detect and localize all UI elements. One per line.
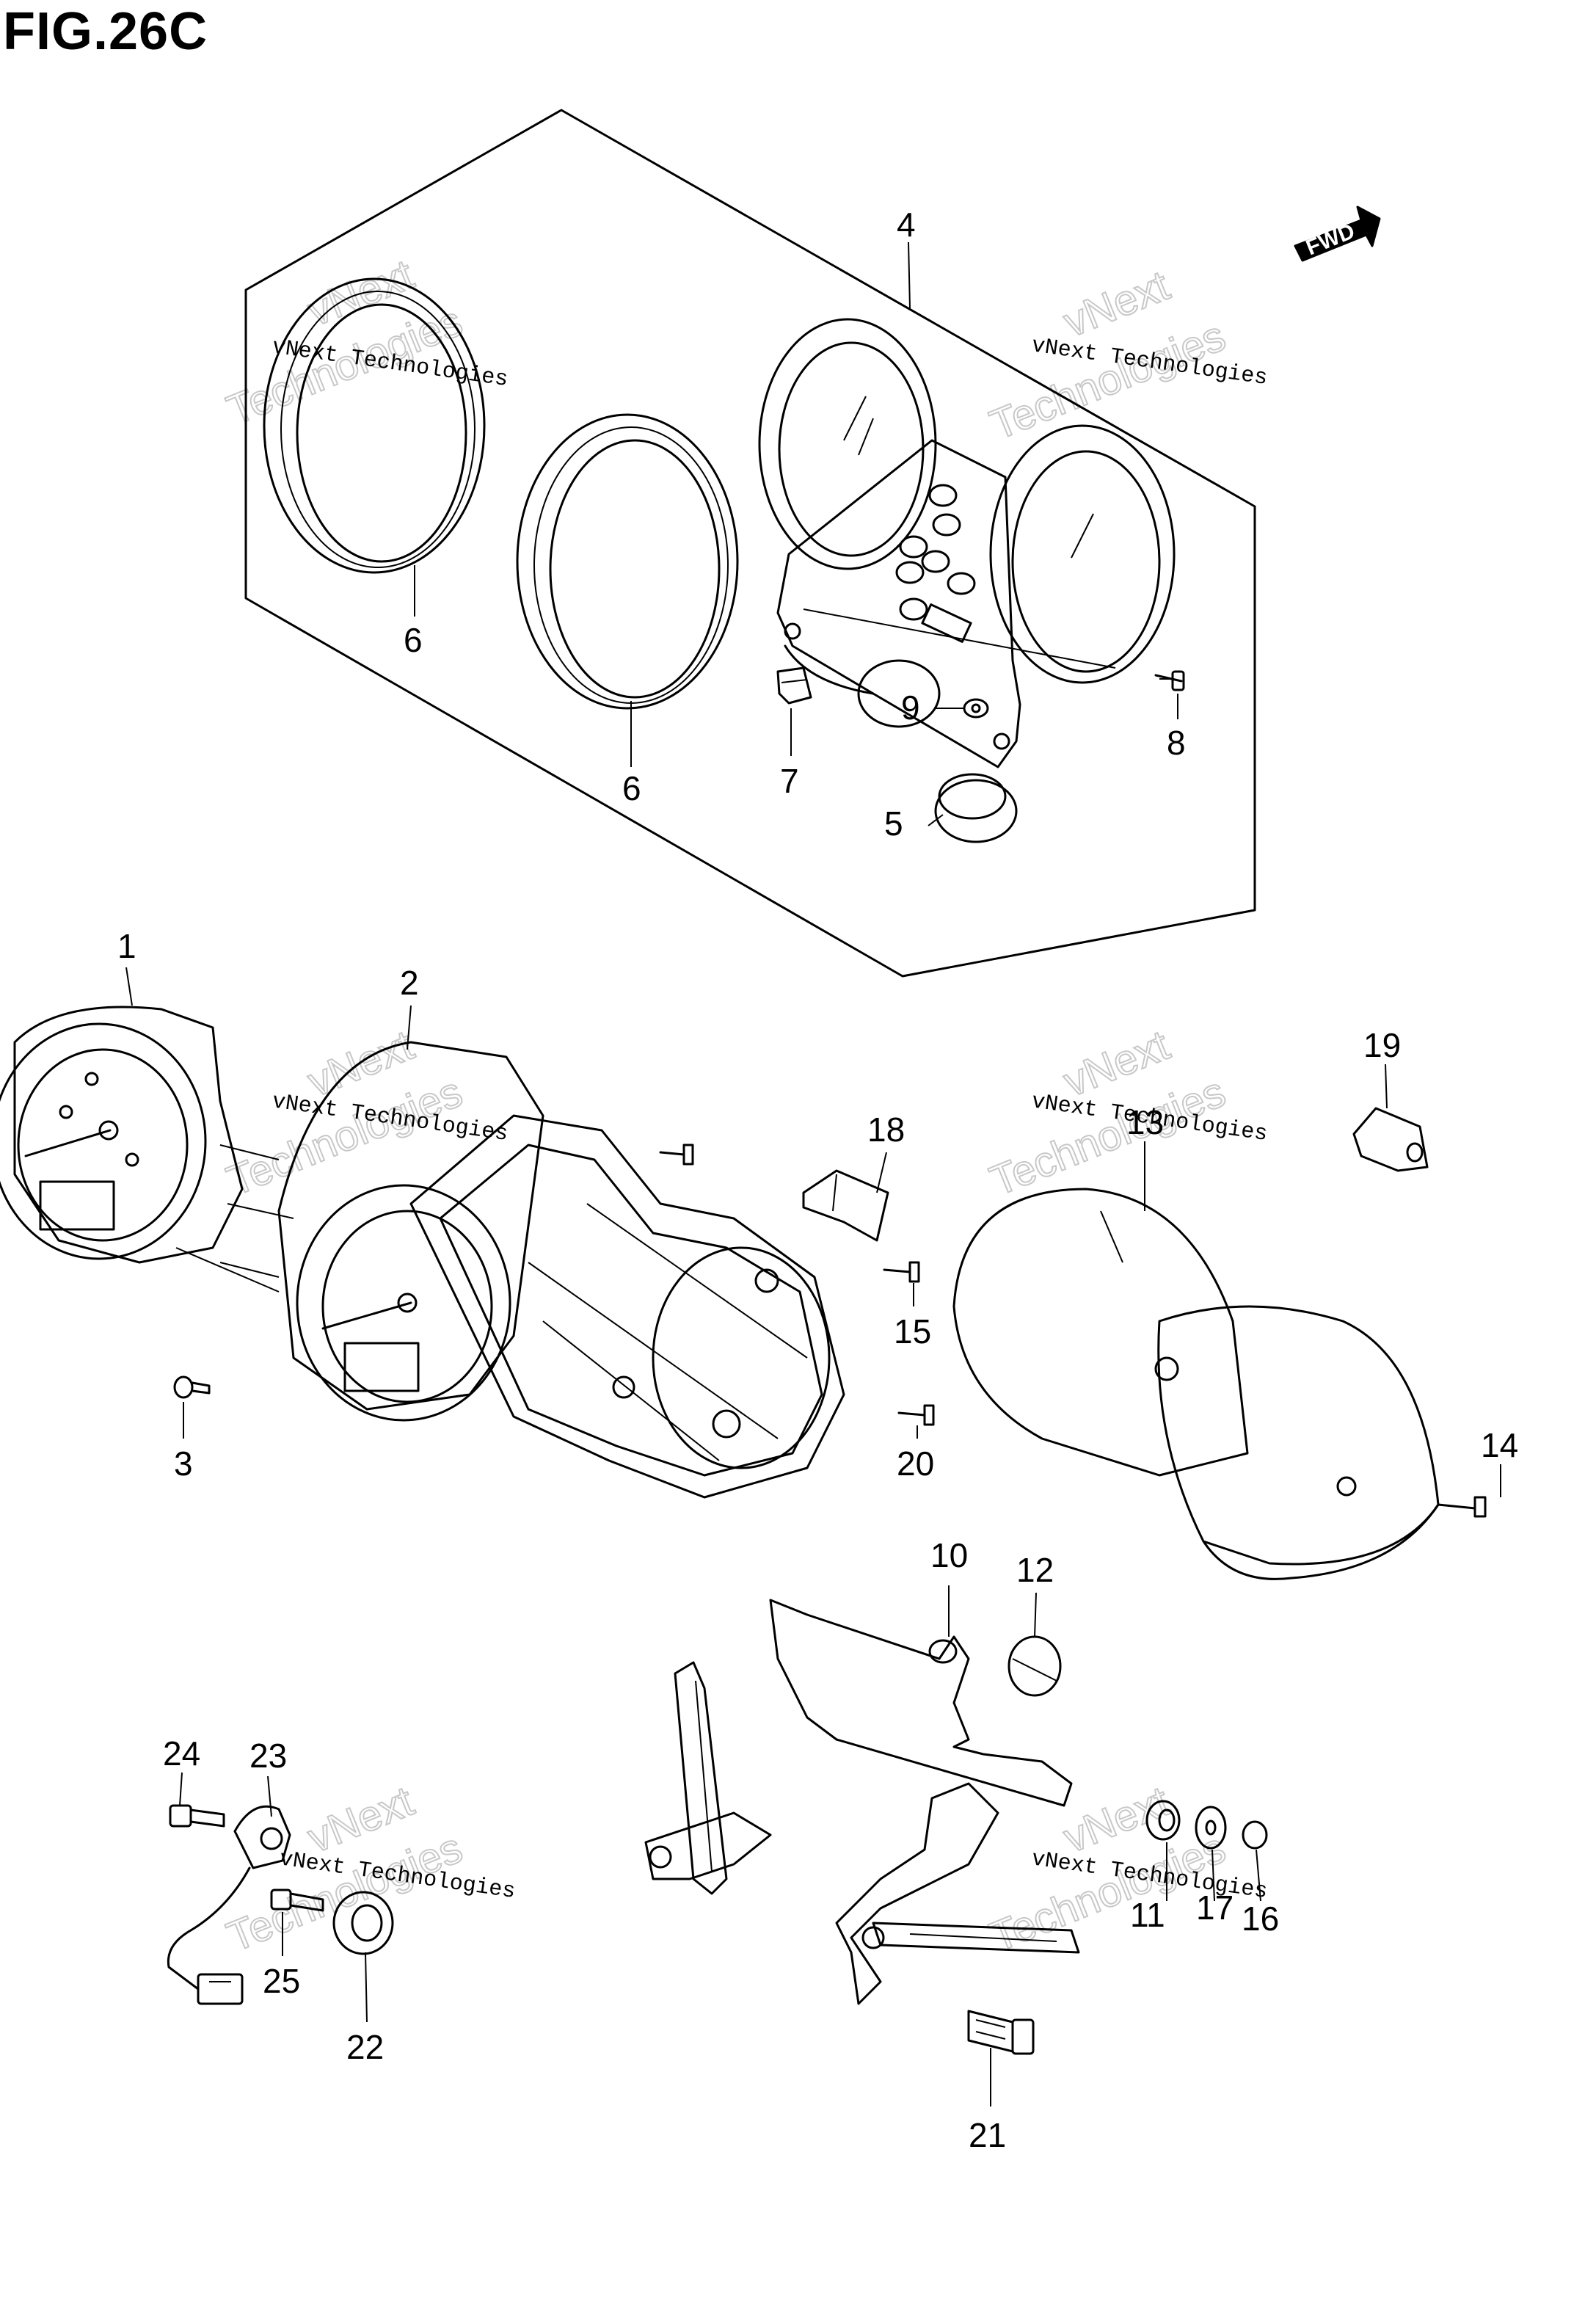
screw-15 bbox=[883, 1261, 920, 1283]
bracket-10 bbox=[644, 1599, 1073, 1895]
callout-14: 14 bbox=[1481, 1426, 1518, 1464]
callout-19: 19 bbox=[1363, 1026, 1401, 1064]
screw-14 bbox=[1437, 1496, 1487, 1518]
callout-20: 20 bbox=[897, 1444, 934, 1483]
screw-top bbox=[659, 1144, 694, 1166]
callout-8: 8 bbox=[1167, 724, 1186, 762]
callout-2: 2 bbox=[400, 964, 419, 1002]
nut-16 bbox=[1242, 1820, 1268, 1850]
washer-17 bbox=[1195, 1806, 1227, 1850]
indicator-windows bbox=[895, 484, 976, 643]
bolt-21 bbox=[967, 2010, 1035, 2055]
svg-text:vNext: vNext bbox=[1057, 261, 1176, 346]
callout-17: 17 bbox=[1196, 1889, 1234, 1927]
bolt-25 bbox=[270, 1889, 324, 1912]
callout-7: 7 bbox=[780, 762, 799, 800]
sensor-23 bbox=[167, 1805, 291, 2005]
callout-13: 13 bbox=[1126, 1103, 1164, 1141]
callout-25: 25 bbox=[263, 1962, 300, 2000]
callout-12: 12 bbox=[1016, 1551, 1054, 1589]
kit-boundary bbox=[244, 109, 1256, 978]
knob-7 bbox=[776, 666, 812, 705]
callout-21: 21 bbox=[969, 2116, 1006, 2154]
cap-5 bbox=[934, 773, 1018, 843]
callout-18: 18 bbox=[867, 1110, 905, 1149]
meter-frame bbox=[409, 1114, 845, 1499]
leader-lines bbox=[125, 241, 1501, 2106]
cushion-12 bbox=[1007, 1635, 1062, 1697]
callout-6a: 6 bbox=[404, 621, 423, 659]
screw-3 bbox=[173, 1375, 211, 1399]
watermark-5: vNext Technologies vNext Technologies bbox=[220, 1776, 517, 1962]
grommet-11 bbox=[1145, 1800, 1181, 1841]
callout-labels: 1 2 3 4 5 6 6 7 8 9 10 11 12 13 14 15 16… bbox=[117, 206, 1518, 2154]
figure-title: FIG.26C bbox=[3, 2, 208, 61]
forward-arrow-icon: FWD bbox=[1294, 206, 1381, 262]
callout-15: 15 bbox=[894, 1312, 931, 1351]
callout-22: 22 bbox=[346, 2028, 384, 2066]
screw-9 bbox=[963, 698, 989, 719]
callout-16: 16 bbox=[1242, 1900, 1279, 1938]
watermark-6: vNext Technologies vNext Technologies bbox=[983, 1776, 1269, 1962]
cover-ring-6b bbox=[516, 413, 739, 710]
cover-13 bbox=[952, 1188, 1440, 1580]
callout-3: 3 bbox=[174, 1444, 193, 1483]
callout-5: 5 bbox=[884, 804, 903, 843]
callout-11: 11 bbox=[1130, 1896, 1165, 1934]
clip-19 bbox=[1352, 1107, 1429, 1172]
screw-20 bbox=[897, 1404, 935, 1426]
watermark-3: vNext Technologies vNext Technologies bbox=[220, 1020, 510, 1206]
watermark-2: vNext Technologies vNext Technologies bbox=[983, 261, 1269, 450]
callout-10: 10 bbox=[930, 1536, 968, 1574]
meter-1 bbox=[0, 1006, 244, 1264]
callout-4: 4 bbox=[897, 206, 916, 244]
meter-case-4 bbox=[758, 318, 1176, 768]
grommet-22 bbox=[332, 1891, 394, 1955]
svg-text:FWD: FWD bbox=[1302, 219, 1358, 260]
bracket-18 bbox=[802, 1169, 889, 1242]
bolt-24 bbox=[169, 1804, 225, 1828]
callout-24: 24 bbox=[163, 1734, 200, 1773]
screw-8 bbox=[1154, 670, 1185, 691]
callout-9: 9 bbox=[901, 688, 920, 727]
bracket-lower bbox=[835, 1782, 1080, 2005]
meter-2 bbox=[175, 1041, 544, 1422]
callout-23: 23 bbox=[249, 1737, 287, 1775]
cover-ring-6a bbox=[263, 277, 486, 574]
callout-6b: 6 bbox=[622, 769, 641, 807]
callout-1: 1 bbox=[117, 927, 136, 965]
